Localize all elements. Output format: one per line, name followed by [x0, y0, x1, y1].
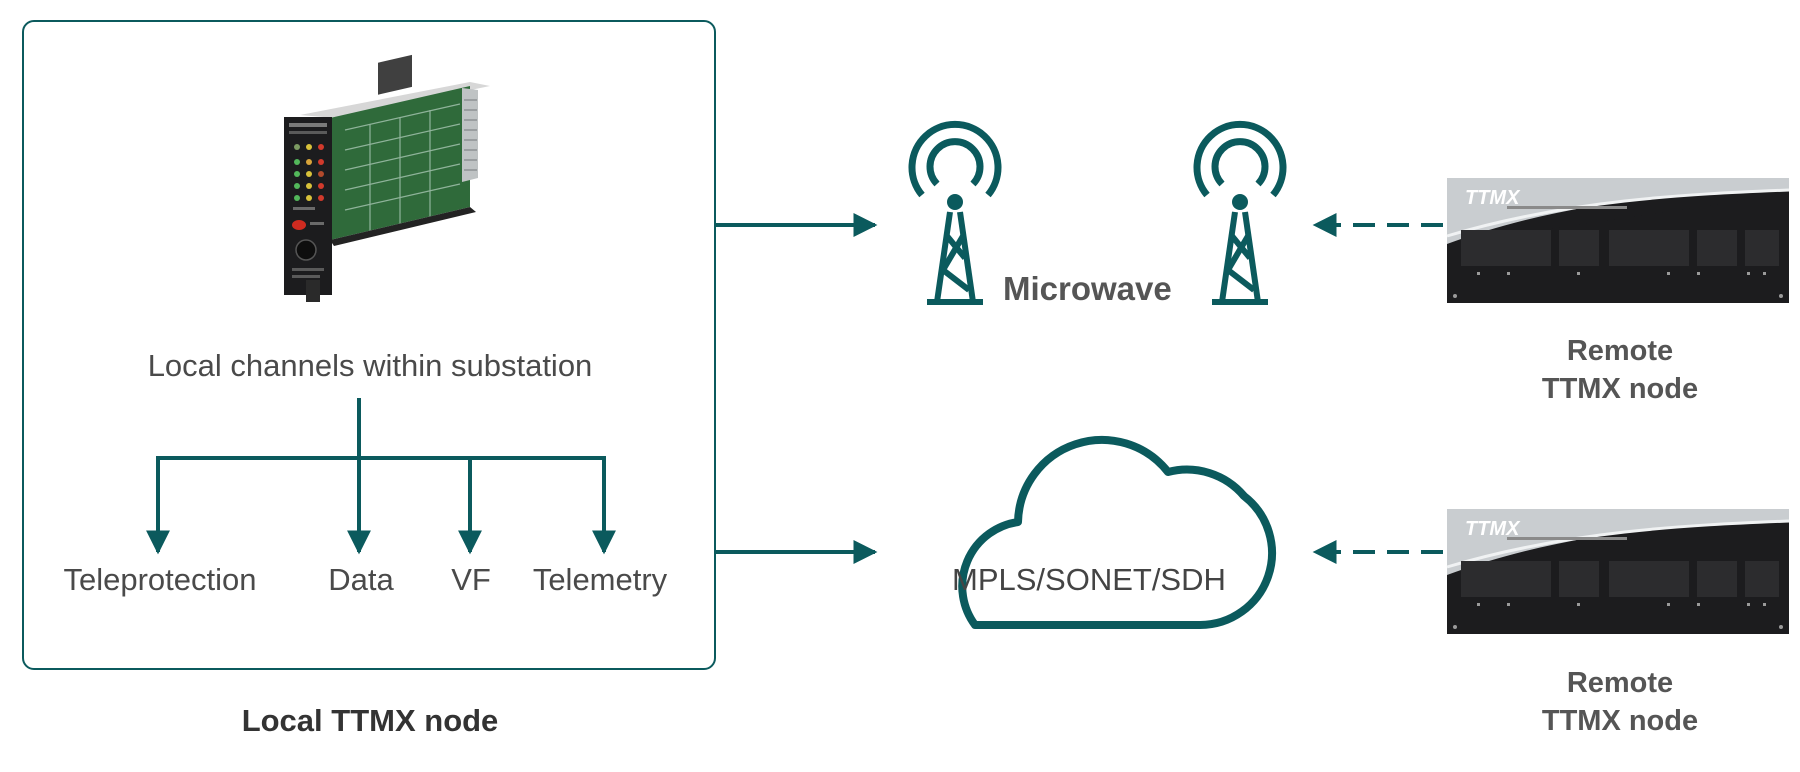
remote-node-caption: Remote TTMX node	[1480, 664, 1760, 740]
channel-label-telemetry: Telemetry	[532, 562, 668, 597]
cloud-icon	[958, 435, 1276, 629]
remote-node-caption-line2: TTMX node	[1541, 705, 1699, 737]
channel-label-data: Data	[328, 562, 394, 597]
channel-tree-connector	[158, 398, 604, 460]
radio-tower-icon	[1193, 120, 1287, 305]
remote-node-caption-line1: Remote	[1566, 335, 1674, 367]
remote-node-caption-line1: Remote	[1566, 667, 1674, 699]
local-node-caption: Local TTMX node	[241, 703, 499, 738]
remote-node-caption: Remote TTMX node	[1480, 332, 1760, 408]
ttmx-module-image	[284, 54, 490, 302]
local-channels-subtitle: Local channels within substation	[147, 348, 593, 383]
channel-label-vf: VF	[451, 562, 491, 597]
device-brand-text: TTMX	[1465, 187, 1521, 209]
local-node-box	[22, 20, 716, 670]
remote-ttmx-device: TTMX	[1446, 178, 1790, 303]
remote-ttmx-device: TTMX	[1446, 509, 1790, 634]
remote-node-caption-line2: TTMX node	[1541, 373, 1699, 405]
channel-label-teleprotection: Teleprotection	[63, 562, 257, 597]
device-brand-text: TTMX	[1465, 518, 1521, 540]
radio-tower-icon	[908, 120, 1002, 305]
network-label: MPLS/SONET/SDH	[952, 562, 1226, 597]
microwave-label: Microwave	[1003, 270, 1172, 307]
